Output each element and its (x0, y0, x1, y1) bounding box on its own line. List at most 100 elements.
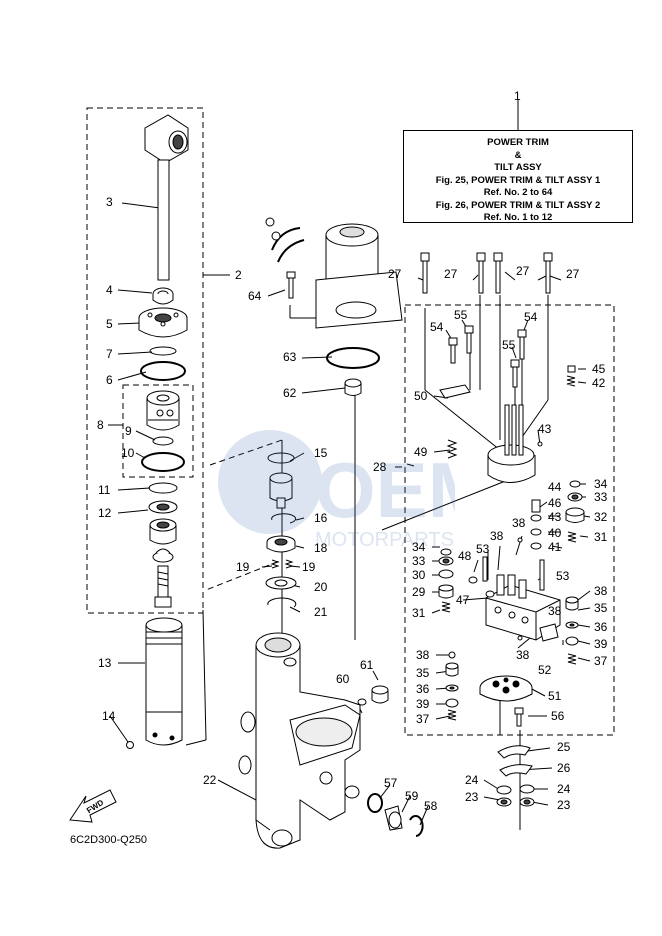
group-box-8 (122, 384, 194, 478)
callout: 23 (557, 798, 571, 812)
callout: 38 (594, 584, 608, 598)
plug-61 (371, 685, 389, 704)
callout: 14 (102, 709, 116, 723)
callout: 59 (405, 789, 419, 803)
callout: 36 (594, 620, 608, 634)
callout: 38 (490, 529, 504, 543)
callout: 54 (524, 310, 538, 324)
callout: 53 (476, 542, 490, 556)
group-box-28 (404, 304, 615, 736)
callout: 29 (412, 585, 426, 599)
callout: 9 (125, 424, 132, 438)
bolt-56 (514, 707, 524, 727)
callout: 26 (557, 761, 571, 775)
ball-14 (126, 741, 134, 749)
callout: 63 (283, 350, 297, 364)
callout: 44 (548, 480, 562, 494)
callout: 52 (538, 663, 552, 677)
callout: 55 (454, 308, 468, 322)
o-ring-10 (141, 452, 185, 472)
o-ring-60 (357, 698, 367, 706)
nut-18 (266, 535, 296, 553)
spring-42 (566, 375, 576, 387)
spring-19 (270, 559, 294, 569)
callout: 25 (557, 740, 571, 754)
assembly-info-box: POWER TRIM & TILT ASSY Fig. 25, POWER TR… (403, 130, 633, 223)
info-ampersand: & (514, 149, 522, 161)
callout: 36 (416, 682, 430, 696)
callout: 27 (444, 267, 458, 281)
callout: 46 (548, 496, 562, 510)
o-ring-7 (149, 346, 177, 356)
callout: 48 (458, 549, 472, 563)
circlip-58 (409, 815, 424, 837)
fwd-arrow-icon (69, 789, 117, 823)
callout: 38 (512, 516, 526, 530)
callout: 58 (424, 799, 438, 813)
filter-62 (344, 378, 362, 396)
tilt-rod (144, 114, 189, 281)
valve-17 (269, 472, 293, 509)
valve-stack-right (517, 480, 585, 665)
callout: 57 (384, 776, 398, 790)
o-ring-11 (148, 482, 178, 494)
callout: 49 (414, 445, 428, 459)
callout: 45 (592, 362, 606, 376)
valve-stack-left (438, 548, 495, 721)
reference-code: 6C2D300-Q250 (70, 834, 148, 846)
callout: 19 (302, 560, 316, 574)
callout: 54 (430, 320, 444, 334)
pump-manifold (482, 556, 561, 641)
callout: 33 (412, 554, 426, 568)
info-fig-25-ref: Ref. No. 2 to 64 (483, 187, 553, 198)
o-ring-63 (326, 347, 380, 369)
circlip-16 (271, 513, 297, 524)
info-title: POWER TRIM (487, 137, 549, 148)
callout: 4 (106, 283, 113, 297)
cylinder-cap (138, 307, 188, 338)
callout: 35 (594, 601, 608, 615)
callout: 37 (594, 654, 608, 668)
callout: 55 (502, 338, 516, 352)
callout: 32 (594, 510, 608, 524)
valve-59 (384, 805, 403, 831)
callout: 21 (314, 605, 328, 619)
group-box-2 (86, 107, 204, 614)
tilt-cylinder-body (238, 632, 361, 849)
callout: 41 (548, 540, 562, 554)
callout: 61 (360, 658, 374, 672)
screw-64 (286, 271, 296, 299)
callout: 2 (235, 268, 242, 282)
bolts-27 (420, 252, 553, 294)
callout: 27 (388, 267, 402, 281)
reservoir-28 (487, 404, 543, 483)
callout: 19 (236, 560, 250, 574)
callout: 34 (594, 477, 608, 491)
callout: 20 (314, 580, 328, 594)
info-fig-25: Fig. 25, POWER TRIM & TILT ASSY 1 (435, 174, 601, 186)
callout: 3 (106, 195, 113, 209)
callout: 62 (283, 386, 297, 400)
callout: 15 (314, 446, 328, 460)
callout: 40 (548, 526, 562, 540)
callout: 10 (121, 446, 135, 460)
circlip-21 (267, 597, 297, 608)
bracket-50 (439, 384, 471, 399)
callout: 27 (566, 267, 580, 281)
callout: 37 (416, 712, 430, 726)
callout: 24 (557, 782, 571, 796)
callout: 22 (203, 773, 217, 787)
piston (146, 390, 180, 431)
cap-45 (567, 365, 576, 373)
trim-motor (265, 217, 403, 329)
callout: 34 (412, 540, 426, 554)
o-ring-9 (152, 436, 174, 446)
callout: 64 (248, 289, 262, 303)
callout: 31 (412, 606, 426, 620)
callout: 27 (516, 264, 530, 278)
callout: 35 (416, 666, 430, 680)
callout: 50 (414, 389, 428, 403)
callout: 1 (514, 89, 521, 103)
callout: 42 (592, 376, 606, 390)
